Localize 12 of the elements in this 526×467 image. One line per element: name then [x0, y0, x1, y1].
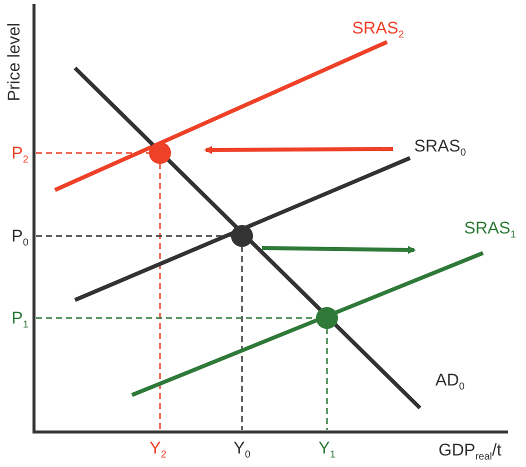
curve-label: SRAS$_{2}$ — [352, 19, 404, 41]
axis-tick-label: Y$_{0}$ — [234, 439, 250, 461]
axis-tick-label: Y$_{1}$ — [318, 439, 336, 461]
curve-label: SRAS$_{1}$ — [464, 219, 516, 241]
curve-label: SRAS$_{0}$ — [414, 137, 466, 159]
axis-tick-label: Y$_{2}$ — [150, 439, 166, 461]
curve-label: AD$_{0}$ — [435, 371, 465, 393]
axis-title: GDP$_{real}$/t — [438, 441, 502, 463]
axis-tick-label: P$_{2}$ — [12, 144, 28, 166]
axis-tick-label: P$_{0}$ — [12, 227, 28, 249]
axis-title: Price level — [6, 22, 22, 102]
axis-tick-label: P$_{1}$ — [12, 309, 28, 331]
